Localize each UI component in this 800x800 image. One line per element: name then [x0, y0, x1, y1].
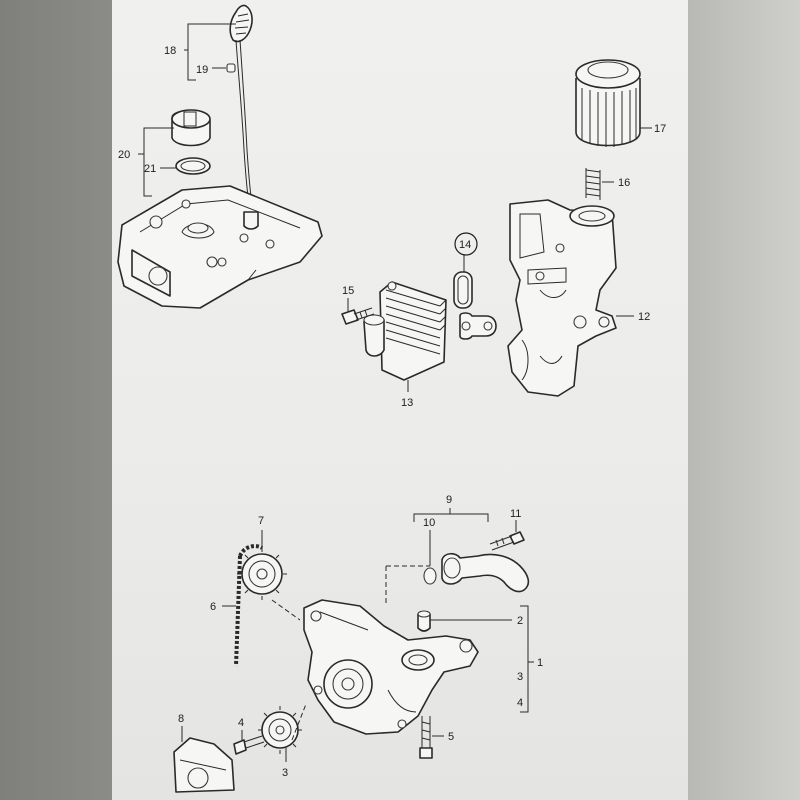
- chain-tensioner: [173, 737, 235, 793]
- sprocket-lower: [258, 706, 302, 754]
- callout-18: 18: [164, 45, 176, 57]
- callout-6: 6: [210, 601, 216, 613]
- callout-labels: 18 19 20 21 17 16 12 14 15 13 9 10 11 7 …: [118, 45, 666, 779]
- oil-filler-cap-assembly: [171, 109, 211, 175]
- screen-bezel-right: [688, 0, 800, 800]
- oil-filter-housing: [507, 199, 617, 397]
- callout-20: 20: [118, 149, 130, 161]
- sprocket-upper: [237, 548, 287, 600]
- callout-9: 9: [446, 494, 452, 506]
- callout-8: 8: [178, 713, 184, 725]
- screen-bezel-left: [0, 0, 112, 800]
- callout-19: 19: [196, 64, 208, 76]
- callout-1: 1: [537, 657, 543, 669]
- oil-pump-housing: [303, 599, 479, 735]
- callout-15: 15: [342, 285, 354, 297]
- bolt-intake-pipe: [489, 531, 525, 551]
- callout-5: 5: [448, 731, 454, 743]
- seal-oil-cooler: [453, 271, 497, 340]
- bolt-oil-cooler: [341, 307, 375, 325]
- callout-11: 11: [510, 508, 521, 520]
- oil-intake-pipe: [423, 552, 530, 593]
- cylinder-head-cover: [117, 185, 323, 309]
- pump-dowel-sleeve: [417, 610, 431, 632]
- oil-filter-cartridge: [575, 59, 641, 147]
- callout-14-highlight: [454, 232, 478, 256]
- callout-2: 2: [517, 615, 523, 627]
- callout-12: 12: [638, 311, 650, 323]
- callout-17: 17: [654, 123, 666, 135]
- callout-3-left: 3: [282, 767, 288, 779]
- callout-16: 16: [618, 177, 630, 189]
- callout-14: 14: [459, 239, 471, 251]
- callout-13: 13: [401, 397, 413, 409]
- bolt-sprocket: [233, 735, 265, 755]
- callout-3-right: 3: [517, 671, 523, 683]
- bolt-pump: [419, 716, 433, 759]
- callout-21: 21: [144, 163, 156, 175]
- filter-spring: [585, 168, 601, 200]
- drive-chain: [234, 544, 264, 667]
- callout-4-left: 4: [238, 717, 244, 729]
- leader-lines: [138, 23, 652, 762]
- callout-7: 7: [258, 515, 264, 527]
- dipstick-assembly: [226, 4, 254, 211]
- callout-10: 10: [423, 517, 435, 529]
- oil-cooler: [363, 281, 447, 381]
- callout-4-right: 4: [517, 697, 523, 709]
